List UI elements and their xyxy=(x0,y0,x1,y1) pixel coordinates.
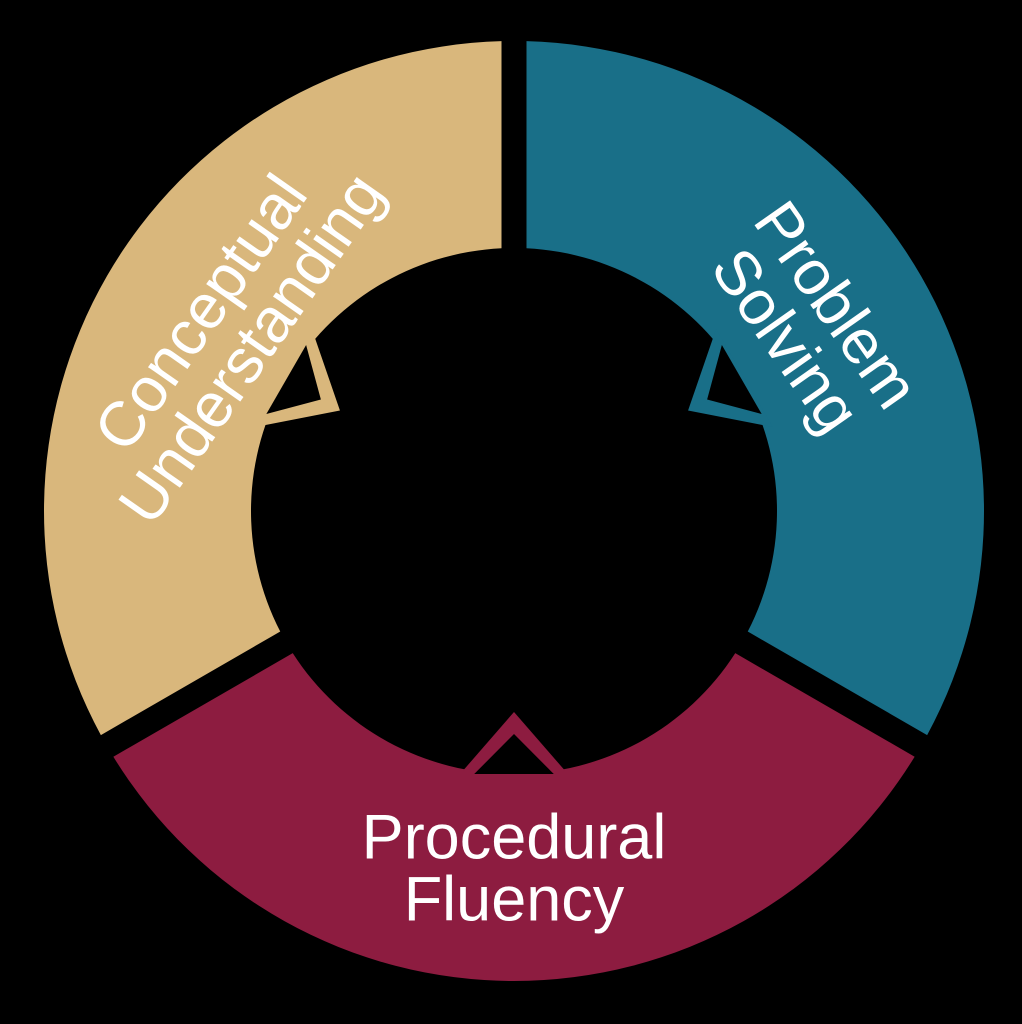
arrow-notch-conceptual-understanding xyxy=(266,345,321,414)
ring-sector-procedural-fluency xyxy=(113,653,915,982)
arrow-notch-procedural-fluency xyxy=(474,734,554,775)
label-line-procedural-fluency-0: Procedural xyxy=(362,803,667,873)
arrow-notch-problem-solving xyxy=(707,345,762,414)
ring-sector-conceptual-understanding xyxy=(44,41,502,736)
label-line-procedural-fluency-1: Fluency xyxy=(404,865,625,935)
ring-sector-problem-solving xyxy=(526,41,984,736)
segment-problem-solving: ProblemSolving xyxy=(526,41,984,736)
segment-conceptual-understanding: ConceptualUnderstanding xyxy=(44,41,502,736)
